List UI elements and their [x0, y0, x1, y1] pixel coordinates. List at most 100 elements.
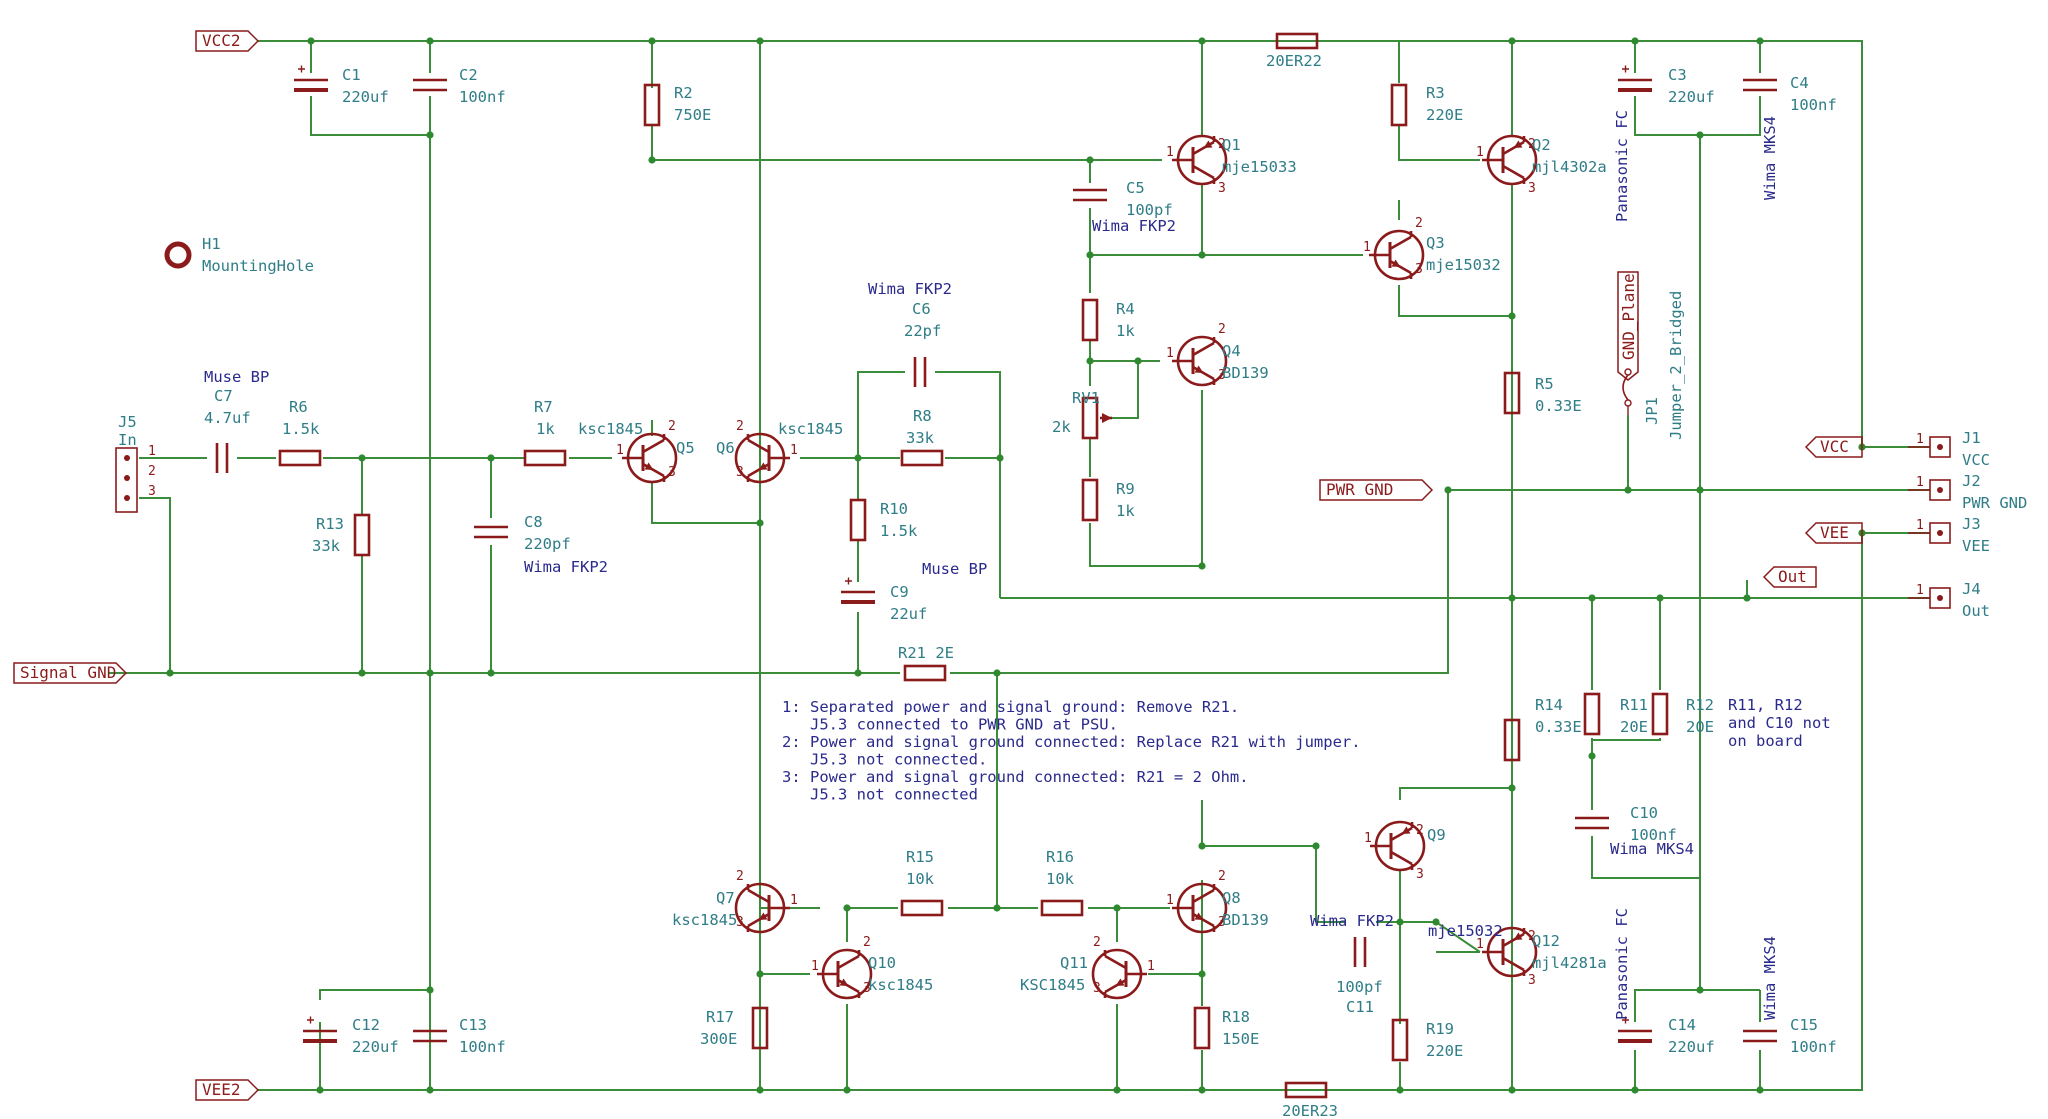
junction-dot	[1588, 752, 1596, 760]
wire	[1634, 989, 1700, 1000]
pin-number: 2	[1218, 322, 1226, 337]
pin-number: 1	[1363, 240, 1371, 255]
ref-c10: C10	[1630, 804, 1658, 822]
note-q12: mje15032	[1428, 922, 1503, 940]
resistor-r4	[1081, 298, 1099, 342]
pin-number: 3	[736, 915, 744, 930]
val-rv1: 2k	[1052, 418, 1071, 436]
val-h1: MountingHole	[202, 257, 314, 275]
note-r11-r12-c10: and C10 not	[1728, 714, 1831, 732]
junction-dot	[1696, 486, 1704, 494]
val-j5: In	[118, 431, 137, 449]
pin-number: 1	[790, 893, 798, 908]
note-c7: Muse BP	[204, 368, 269, 386]
pin-number: 2	[148, 464, 156, 479]
transistor-q3: 123	[1363, 216, 1425, 281]
val-r8: 33k	[906, 429, 935, 447]
pin-number: 2	[736, 419, 744, 434]
ref-c13: C13	[459, 1016, 487, 1034]
resistor-r21	[903, 664, 947, 682]
ref-c12: C12	[352, 1016, 380, 1034]
transistor-q7: 123	[734, 869, 798, 934]
resistor-r22	[1275, 32, 1319, 50]
mounting-hole-icon	[164, 241, 192, 269]
resistor-r19	[1391, 1018, 1409, 1062]
junctions	[166, 37, 1866, 1094]
wire	[1700, 96, 1761, 136]
port-vee-text: VEE	[1820, 523, 1849, 542]
transistor-q5: 123	[616, 419, 678, 484]
junction-dot	[993, 904, 1001, 912]
val-r6: 1.5k	[282, 420, 320, 438]
port-out-text: Out	[1778, 567, 1807, 586]
connector-j2: 1	[1908, 475, 1951, 501]
wire	[1634, 96, 1700, 136]
ref-j1: J1	[1962, 429, 1981, 447]
junction-dot	[756, 970, 764, 978]
cap-c2	[413, 78, 447, 92]
val-c1: 220uf	[342, 88, 389, 106]
vee2-rail	[258, 533, 1863, 1091]
junction-dot	[1198, 562, 1206, 570]
port-vcc	[1804, 436, 1863, 458]
val-q6: ksc1845	[778, 420, 843, 438]
junction-dot	[358, 454, 366, 462]
ref-c7: C7	[214, 387, 233, 405]
pin-number: 1	[1166, 145, 1174, 160]
val-c4: 100nf	[1790, 96, 1837, 114]
ref-c3: C3	[1668, 66, 1687, 84]
junction-dot	[648, 156, 656, 164]
val-r2: 750E	[674, 106, 711, 124]
val-r13: 33k	[312, 537, 341, 555]
val-r18: 150E	[1222, 1030, 1259, 1048]
transistor-q11: 123	[1091, 935, 1155, 1000]
junction-dot	[756, 37, 764, 45]
junction-dot	[1508, 784, 1516, 792]
wire	[1089, 339, 1160, 362]
ref-r17: R17	[706, 1008, 734, 1026]
val-q5: ksc1845	[578, 420, 643, 438]
junction-dot	[756, 1086, 764, 1094]
wire	[1089, 523, 1202, 567]
pin-number: 1	[1364, 831, 1372, 846]
connector-j5	[115, 447, 138, 513]
junction-dot	[166, 669, 174, 677]
port-vcc2	[195, 30, 260, 52]
pin-number: 1	[1166, 346, 1174, 361]
resistor-r10	[849, 498, 867, 542]
val-q12: mjl4281a	[1532, 954, 1607, 972]
junction-dot	[1696, 131, 1704, 139]
transistor-q4: 123	[1166, 322, 1228, 387]
ref-r12: R12	[1686, 696, 1714, 714]
note-c6: Wima FKP2	[868, 280, 952, 298]
pin-number: 1	[1916, 475, 1924, 490]
cap-c5	[1073, 188, 1107, 202]
port-vcc2-text: VCC2	[202, 31, 241, 50]
ref-r18: R18	[1222, 1008, 1250, 1026]
junction-dot	[756, 519, 764, 527]
ref-r13: R13	[316, 515, 344, 533]
junction-dot	[854, 669, 862, 677]
cap-c12	[303, 1016, 337, 1043]
port-vcc-text: VCC	[1820, 437, 1849, 456]
pin-number: 1	[1476, 145, 1484, 160]
ref-r16: R16	[1046, 848, 1074, 866]
ref-jp1: JP1	[1643, 397, 1661, 425]
val-r4: 1k	[1116, 322, 1135, 340]
ref-r14: R14	[1535, 696, 1563, 714]
note-r11-r12-c10: R11, R12	[1728, 696, 1803, 714]
ref-j3: J3	[1962, 515, 1981, 533]
val-r3: 220E	[1426, 106, 1463, 124]
resistor-r3	[1390, 83, 1408, 127]
ref-q4: Q4	[1222, 342, 1241, 360]
ref-q11: Q11	[1060, 954, 1088, 972]
val-q8: BD139	[1222, 911, 1269, 929]
junction-dot	[426, 37, 434, 45]
junction-dot	[1624, 486, 1632, 494]
resistor-r13	[353, 513, 371, 557]
ref-c1: C1	[342, 66, 361, 84]
cap-c11	[1353, 937, 1367, 967]
val-c8: 220pf	[524, 535, 571, 553]
